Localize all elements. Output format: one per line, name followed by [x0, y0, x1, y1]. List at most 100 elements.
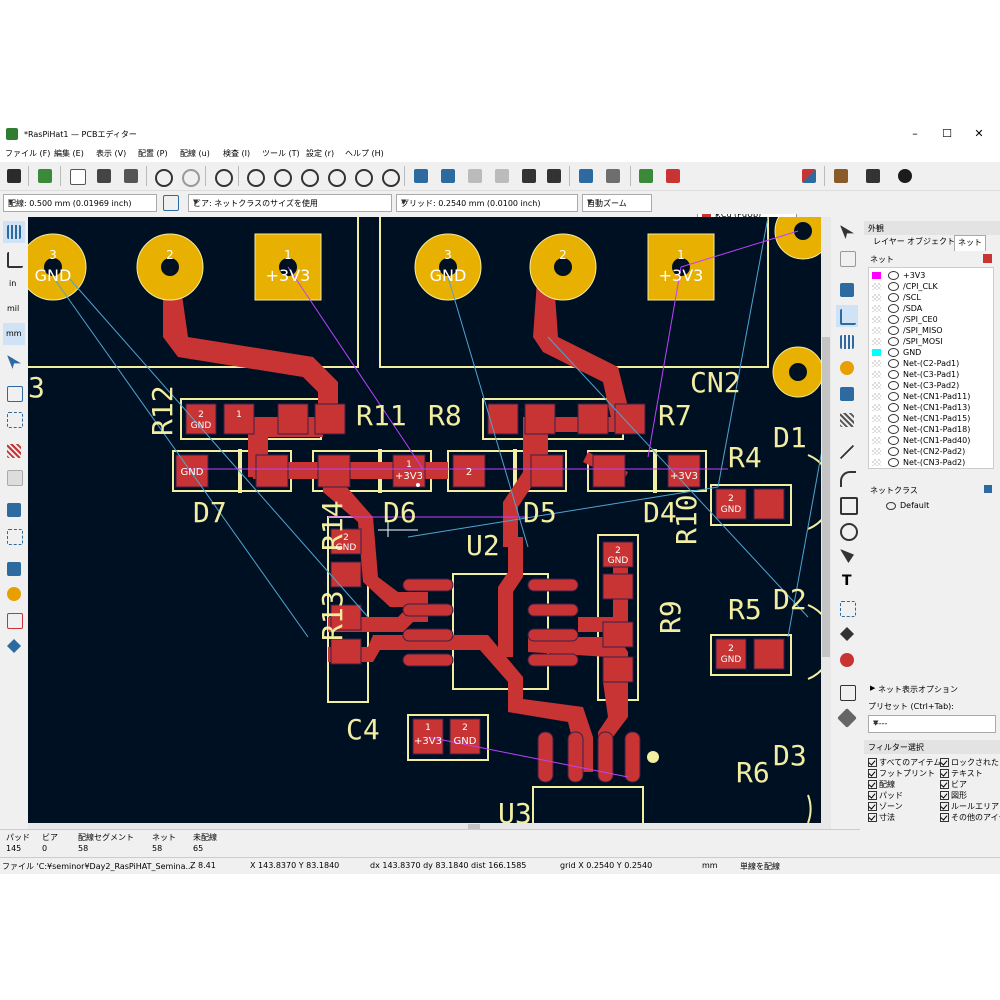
checkbox[interactable]: [868, 758, 877, 767]
zone-fill-icon[interactable]: [3, 440, 25, 462]
layer-pair-icon[interactable]: [799, 166, 819, 186]
console-icon[interactable]: [863, 166, 883, 186]
checkbox[interactable]: [940, 802, 949, 811]
net-color-swatch[interactable]: [872, 327, 881, 334]
local-ratsnest-icon[interactable]: [836, 247, 858, 269]
measure-icon[interactable]: [836, 707, 858, 729]
eye-icon[interactable]: [888, 271, 899, 280]
draw-rect-icon[interactable]: [836, 493, 858, 515]
horizontal-scrollbar[interactable]: [28, 823, 831, 833]
net-display-options-toggle[interactable]: ▶ ネット表示オプション: [868, 683, 996, 695]
net-highlight-icon[interactable]: [3, 609, 25, 631]
units-mm-button[interactable]: mm: [3, 323, 25, 345]
zone-outline-icon[interactable]: [3, 466, 25, 488]
checkbox[interactable]: [940, 813, 949, 822]
net-color-swatch[interactable]: [872, 382, 881, 389]
net-row[interactable]: Net-(C3-Pad2): [869, 380, 993, 391]
net-row[interactable]: Net-(CN3-Pad2): [869, 457, 993, 468]
menu-view[interactable]: 表示 (V): [96, 149, 127, 158]
eye-icon[interactable]: [888, 436, 899, 445]
set-origin-icon[interactable]: [836, 681, 858, 703]
rotate-cw-icon[interactable]: [438, 166, 458, 186]
undo-icon[interactable]: [152, 166, 173, 187]
net-color-swatch[interactable]: [872, 448, 881, 455]
flip-icon[interactable]: [465, 166, 485, 186]
checkbox[interactable]: [940, 780, 949, 789]
net-color-swatch[interactable]: [872, 459, 881, 466]
net-row[interactable]: /CPI_CLK: [869, 281, 993, 292]
filter-pads[interactable]: パッド: [868, 790, 903, 801]
net-color-swatch[interactable]: [872, 349, 881, 356]
wrench-icon[interactable]: [984, 485, 992, 493]
grid-toggle-icon[interactable]: [3, 221, 25, 243]
delete-tool-icon[interactable]: [836, 649, 858, 671]
pad-display-icon[interactable]: [3, 499, 25, 521]
net-color-swatch[interactable]: [872, 283, 881, 290]
tab-objects[interactable]: オブジェクト: [907, 237, 955, 246]
eye-icon[interactable]: [888, 315, 899, 324]
board-setup-icon[interactable]: [35, 166, 55, 186]
eye-icon[interactable]: [888, 304, 899, 313]
units-inch-button[interactable]: in: [3, 273, 25, 295]
net-row[interactable]: +3V3: [869, 270, 993, 281]
netlist-icon[interactable]: [576, 166, 596, 186]
menu-tools[interactable]: ツール (T): [262, 149, 300, 158]
eye-icon[interactable]: [888, 392, 899, 401]
zoom-objects-icon[interactable]: [352, 166, 373, 187]
horizontal-scroll-thumb[interactable]: [468, 824, 480, 832]
menu-inspect[interactable]: 検査 (I): [223, 149, 251, 158]
net-row[interactable]: Net-(C2-Pad1): [869, 358, 993, 369]
net-row[interactable]: GND: [869, 347, 993, 358]
filter-footprints[interactable]: フットプリント: [868, 768, 935, 779]
add-text-icon[interactable]: T: [842, 573, 852, 589]
via-display-icon[interactable]: [3, 525, 25, 547]
net-color-swatch[interactable]: [872, 371, 881, 378]
tab-layers[interactable]: レイヤー: [873, 237, 905, 246]
checkbox[interactable]: [868, 813, 877, 822]
vertical-scrollbar[interactable]: [821, 217, 831, 823]
refresh-icon[interactable]: [244, 166, 265, 187]
net-row[interactable]: /SCL: [869, 292, 993, 303]
net-row[interactable]: /SPI_MOSI: [869, 336, 993, 347]
filter-all-items[interactable]: すべてのアイテム: [868, 757, 941, 768]
eye-icon[interactable]: [888, 348, 899, 357]
checkbox[interactable]: [868, 802, 877, 811]
checkbox[interactable]: [940, 769, 949, 778]
filter-dimensions[interactable]: 寸法: [868, 812, 895, 823]
net-color-swatch[interactable]: [872, 294, 881, 301]
net-color-swatch[interactable]: [872, 305, 881, 312]
menu-edit[interactable]: 編集 (E): [54, 149, 84, 158]
page-settings-icon[interactable]: [67, 166, 87, 186]
vertical-scroll-thumb[interactable]: [822, 337, 830, 657]
zoom-fit-icon[interactable]: [325, 166, 346, 187]
track-width-select[interactable]: 配線: 0.500 mm (0.01969 inch) ▼: [3, 194, 157, 212]
plot-icon[interactable]: [121, 166, 141, 186]
via-size-select[interactable]: ビア: ネットクラスのサイズを使用 ▼: [188, 194, 392, 212]
net-row[interactable]: /SPI_MISO: [869, 325, 993, 336]
close-button[interactable]: ✕: [974, 127, 984, 140]
checkbox[interactable]: [940, 791, 949, 800]
net-color-swatch[interactable]: [872, 360, 881, 367]
zoom-select[interactable]: 自動ズーム ▼: [582, 194, 652, 212]
group-icon[interactable]: [492, 166, 512, 186]
pcb-drawing[interactable]: 3 R12 R11 R8 R7 CN2 D1 R4 D7 D6 D5 D4 R1…: [28, 217, 831, 823]
add-via-icon[interactable]: [836, 357, 858, 379]
net-row[interactable]: Net-(CN1-Pad15): [869, 413, 993, 424]
route-track-icon[interactable]: [836, 305, 858, 327]
pcb-canvas[interactable]: 3 R12 R11 R8 R7 CN2 D1 R4 D7 D6 D5 D4 R1…: [28, 217, 831, 823]
plugin-icon[interactable]: [895, 166, 915, 186]
eye-icon[interactable]: [888, 425, 899, 434]
rotate-ccw-icon[interactable]: [411, 166, 431, 186]
checkbox[interactable]: [940, 758, 949, 767]
filter-tracks[interactable]: 配線: [868, 779, 895, 790]
eye-icon[interactable]: [888, 282, 899, 291]
add-footprint-icon[interactable]: [836, 279, 858, 301]
eye-icon[interactable]: [888, 359, 899, 368]
filter-locked[interactable]: ロックされたアイ: [940, 757, 1000, 768]
menu-route[interactable]: 配線 (u): [180, 149, 210, 158]
net-inspector-icon[interactable]: [983, 254, 992, 263]
track-via-icon[interactable]: [160, 192, 180, 212]
ratsnest-icon[interactable]: [3, 382, 25, 404]
eye-icon[interactable]: [888, 447, 899, 456]
net-color-swatch[interactable]: [872, 316, 881, 323]
